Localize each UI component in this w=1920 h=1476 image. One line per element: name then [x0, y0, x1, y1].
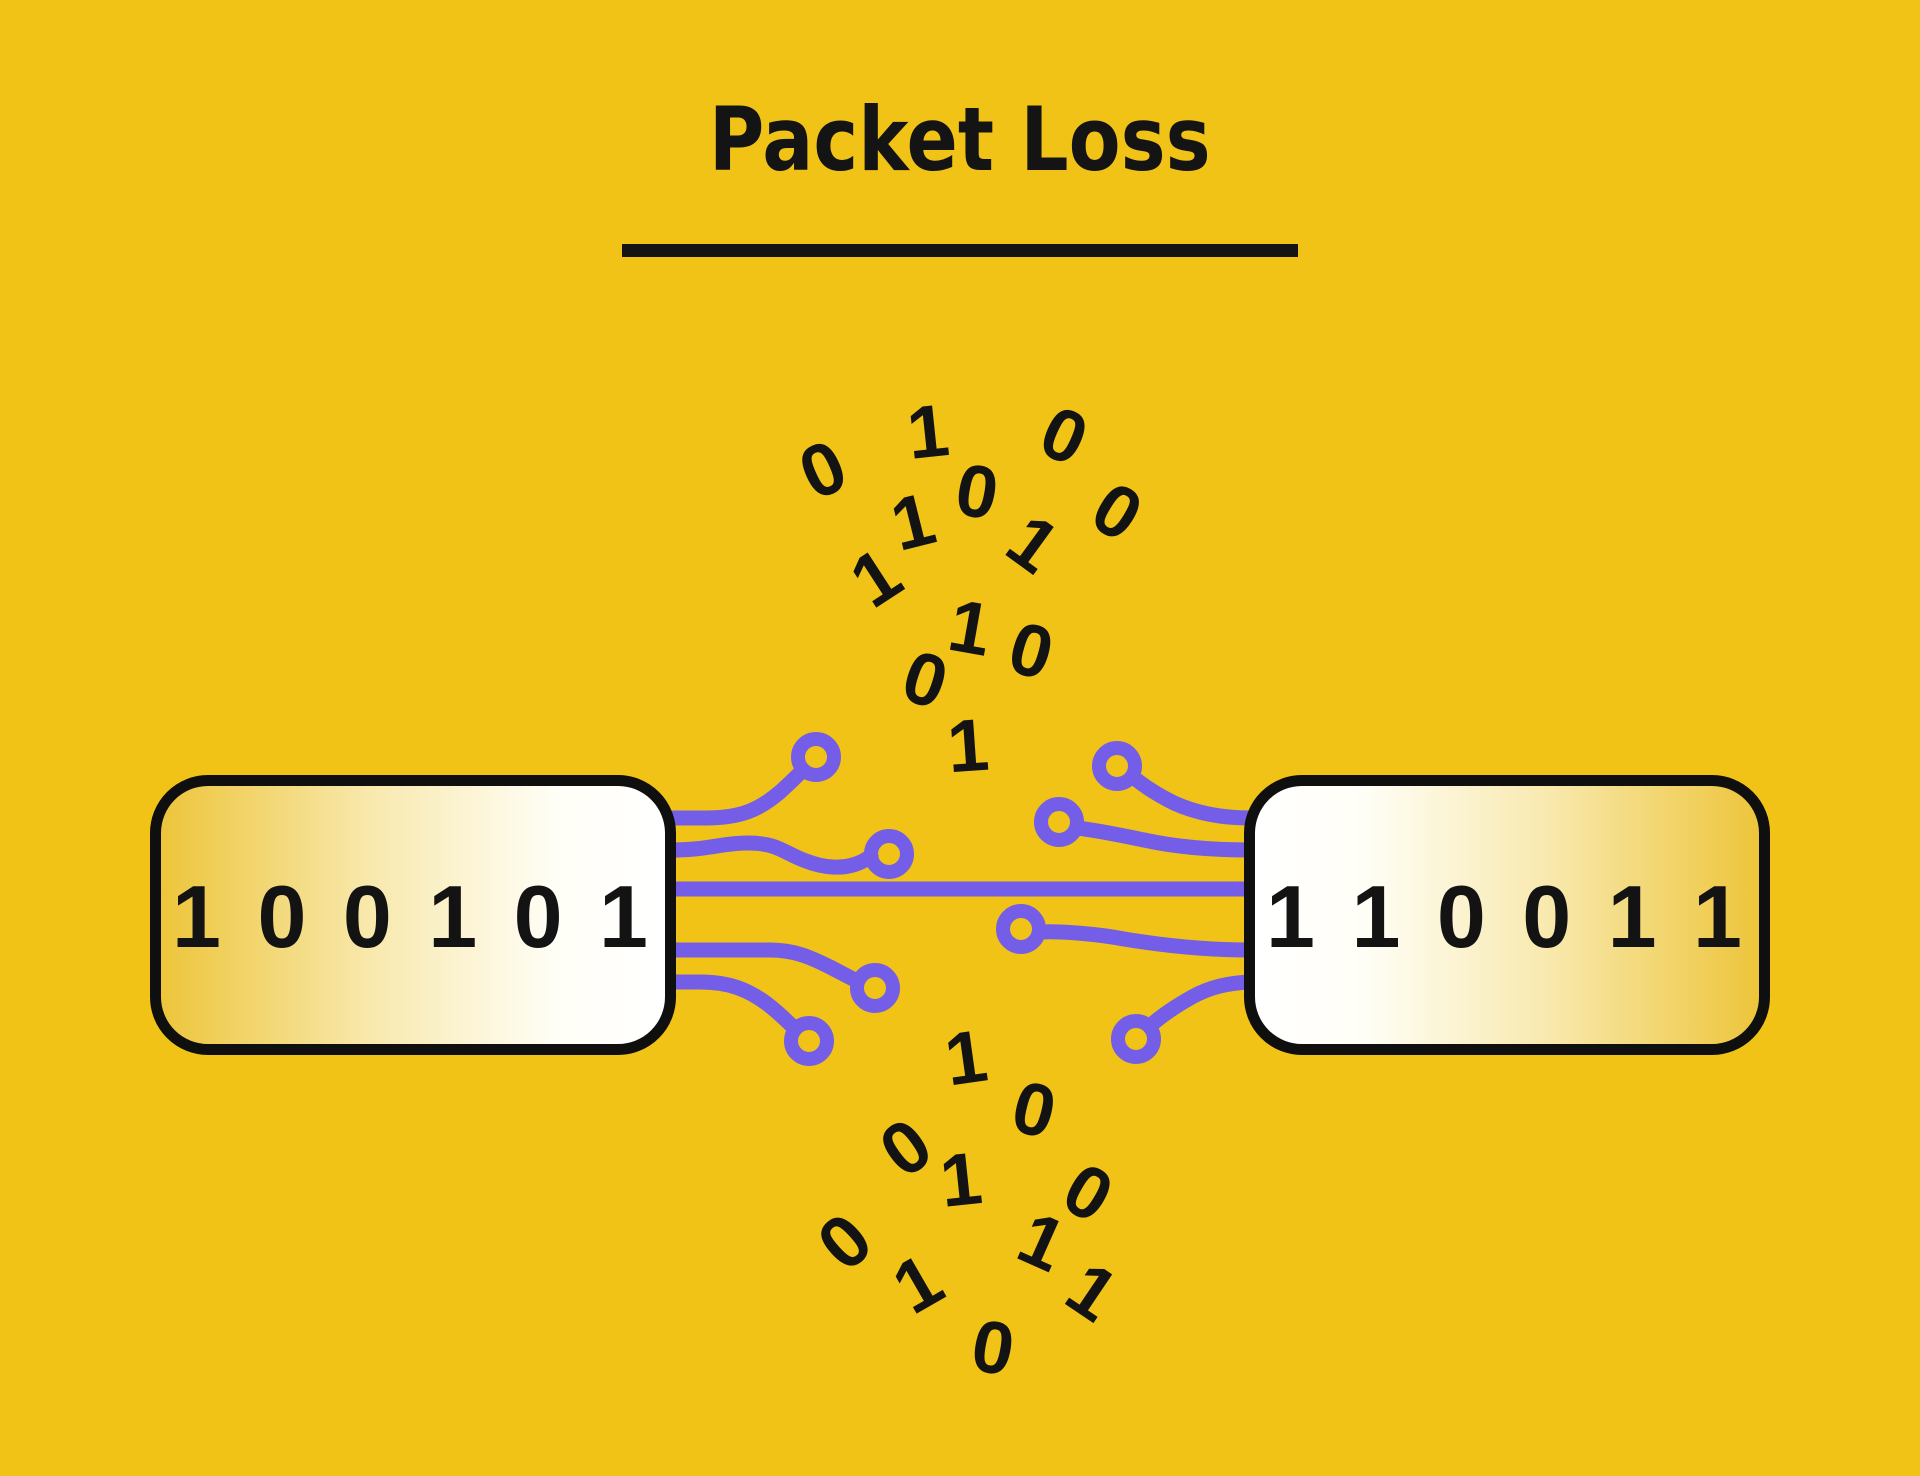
circuit-node-left-2 [864, 829, 914, 879]
circuit-node-left-5 [784, 1016, 834, 1066]
circuit-trace-right-1 [1125, 769, 1258, 826]
circuit-trace-left-4 [662, 942, 861, 987]
circuit-trace-right-2 [1069, 820, 1258, 858]
circuit-trace-left-5 [662, 974, 802, 1036]
circuit-trace-left-1 [662, 762, 811, 826]
circuit-node-left-4 [850, 963, 900, 1013]
page-title: Packet Loss [0, 96, 1920, 184]
circuit-node-left-1 [791, 732, 841, 782]
packet-box-right: 1 1 0 0 1 1 [1244, 775, 1770, 1055]
circuit-trace-left-2 [662, 835, 879, 875]
lost-bit-digit: 1 [944, 702, 992, 789]
packet-box-left: 1 0 0 1 0 1 [150, 775, 676, 1055]
circuit-node-right-5 [1111, 1014, 1161, 1064]
packet-box-right-bits: 1 1 0 0 1 1 [1266, 867, 1748, 966]
lost-bit-digit: 1 [903, 388, 953, 475]
circuit-node-right-4 [996, 904, 1046, 954]
packet-box-left-bits: 1 0 0 1 0 1 [172, 867, 654, 966]
lost-bit-digit: 1 [936, 1136, 986, 1223]
circuit-node-right-2 [1034, 797, 1084, 847]
circuit-node-right-1 [1092, 741, 1142, 791]
circuit-trace-right-4 [1033, 924, 1258, 958]
page-title-text: Packet Loss [709, 88, 1211, 191]
circuit-trace-right-5 [1142, 974, 1258, 1034]
title-underline [622, 244, 1298, 257]
